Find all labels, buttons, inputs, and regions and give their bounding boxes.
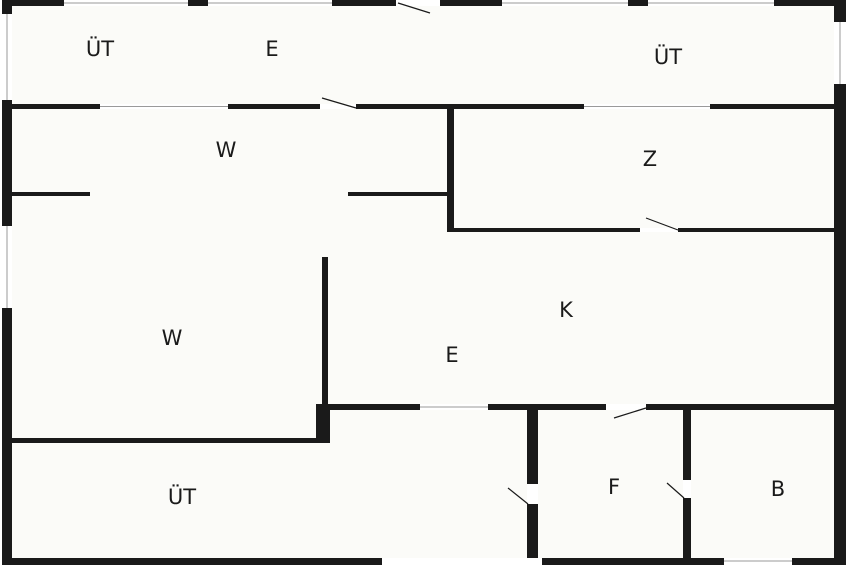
room-label-room-upper: W: [216, 138, 237, 162]
opening-bottom-left: [382, 558, 542, 565]
window-kitchen-bottom: [420, 404, 488, 410]
wall-upper-w-bottom-left: [10, 192, 90, 196]
door-leaf-kitchen: [613, 407, 647, 419]
door-leaf-f-b: [666, 482, 685, 499]
wall-z-left: [447, 109, 454, 232]
room-label-hall-center: E: [445, 343, 458, 367]
window-top-1: [64, 0, 188, 6]
room-label-balcony-top-right: ÜT: [654, 44, 682, 69]
door-leaf-z: [645, 217, 679, 231]
room-label-room-z: Z: [643, 147, 657, 171]
room-label-hall-top: E: [265, 37, 278, 61]
door-gap-top-band: [320, 104, 356, 109]
room-label-balcony-top-left: ÜT: [86, 36, 114, 61]
wall-lower-w-bottom: [10, 438, 328, 443]
door-openings: [320, 0, 691, 565]
wall-kitchen-bottom: [316, 404, 836, 410]
room-label-balcony-bottom: ÜT: [168, 484, 196, 509]
window-bathroom-bottom: [724, 558, 792, 565]
wall-hall-bath-divider: [527, 404, 538, 560]
door-gap-kitchen: [606, 404, 646, 410]
door-gap-f-b: [683, 480, 691, 498]
wall-lower-w-corner: [316, 404, 330, 443]
window-top-4: [648, 0, 774, 6]
room-label-room-lower: W: [162, 326, 183, 350]
door-gap-z: [640, 228, 678, 232]
door-leaf-top-band: [321, 97, 357, 109]
wall-upper-w-bottom-right: [348, 192, 450, 196]
window-top-2: [208, 0, 332, 6]
window-band-2: [584, 104, 710, 109]
door-leaf-top: [397, 2, 431, 14]
door-gap-top: [396, 0, 440, 6]
window-left-2: [2, 226, 12, 308]
floor-area: [10, 5, 838, 560]
window-left-1: [2, 14, 12, 100]
wall-top-band: [10, 104, 836, 109]
wall-lower-w-right: [322, 257, 328, 443]
room-label-room-f: F: [608, 475, 620, 499]
window-right: [834, 22, 846, 84]
room-label-bathroom: B: [771, 477, 785, 501]
door-leaves: [321, 2, 685, 505]
room-labels: ÜT E ÜT W Z W K E ÜT F B: [86, 36, 785, 509]
room-label-kitchen: K: [559, 298, 574, 322]
outer-wall-right: [834, 0, 846, 565]
window-band-1: [100, 104, 228, 109]
door-leaf-hall-bath: [507, 487, 529, 505]
door-gap-hall-bath: [527, 484, 538, 504]
window-top-3: [502, 0, 628, 6]
